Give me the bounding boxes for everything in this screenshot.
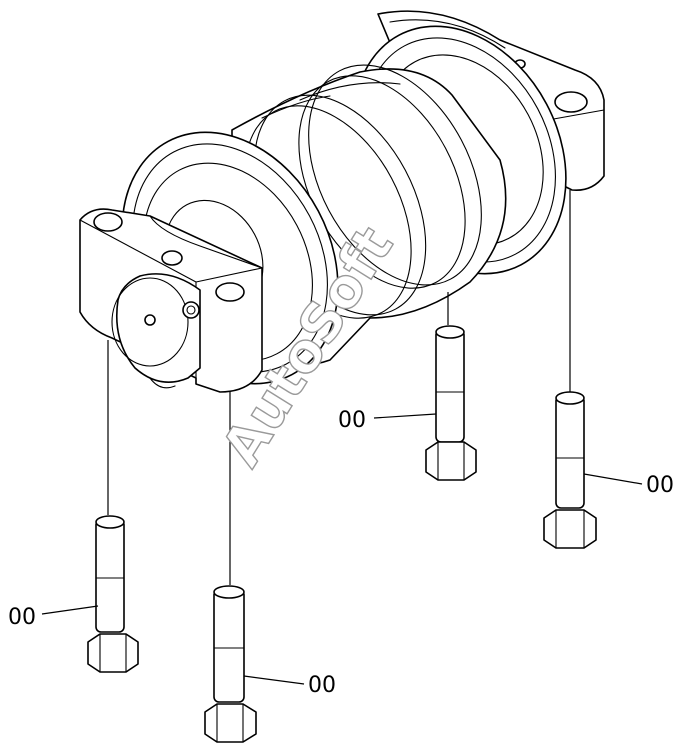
callout-bolt-rear-left: 00 xyxy=(338,408,366,433)
leader-lines xyxy=(107,190,571,585)
shaft-end-cap xyxy=(111,273,201,389)
bolt-front-left xyxy=(87,515,139,673)
front-bracket-slot xyxy=(161,250,183,266)
front-bracket-hole-right xyxy=(215,282,245,302)
shaft-center xyxy=(144,314,156,326)
bolt-front-right xyxy=(204,585,257,743)
callout-leaders xyxy=(41,413,643,685)
callout-bolt-front-right: 00 xyxy=(308,673,336,698)
front-bracket-hole-left xyxy=(93,212,123,232)
bolt-rear-left xyxy=(425,325,477,481)
callout-bolt-rear-right: 00 xyxy=(646,473,674,498)
rear-bracket-hole xyxy=(554,91,588,113)
callout-bolt-front-left: 00 xyxy=(8,605,36,630)
grease-plug-icon xyxy=(182,301,200,319)
bolt-rear-right xyxy=(543,391,597,549)
